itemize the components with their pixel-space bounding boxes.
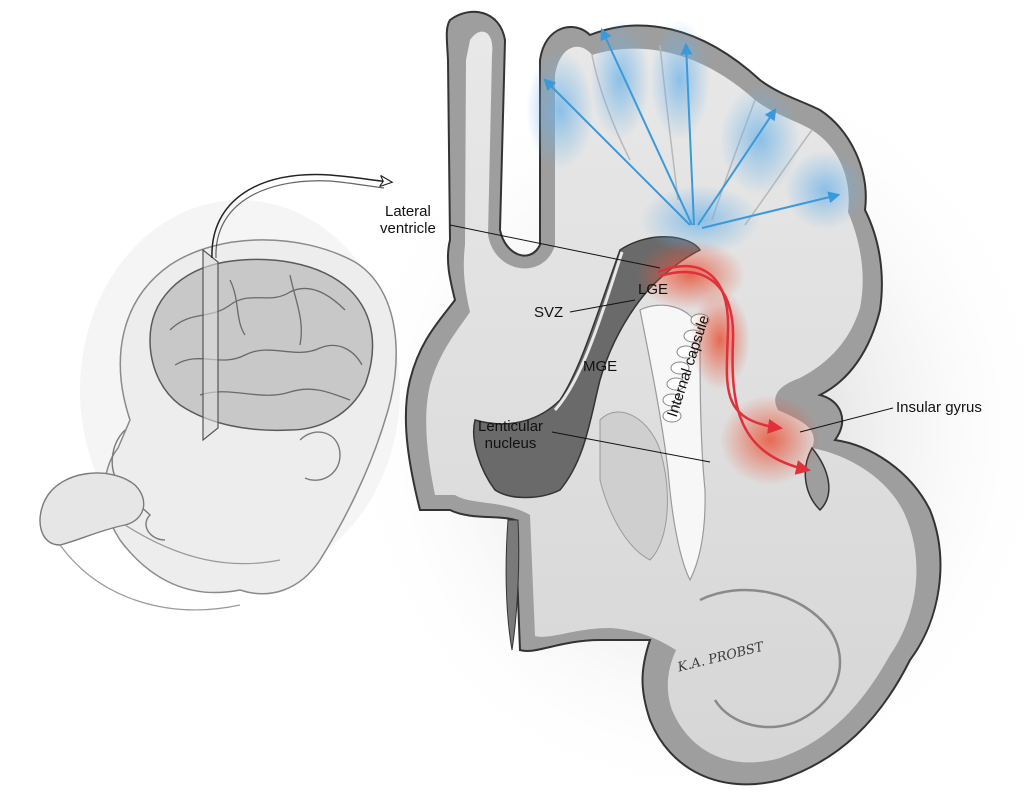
radial-arrow-4 <box>697 108 777 226</box>
label-lateral-ventricle: Lateral ventricle <box>380 203 436 237</box>
radial-migration <box>526 20 865 255</box>
tangential-arrow-2 <box>659 270 811 475</box>
svz-band <box>553 251 624 412</box>
fetus-arm <box>59 524 281 611</box>
leader-lateral-ventricle <box>449 224 661 269</box>
label-lenticular-nucleus: Lenticular nucleus <box>478 418 543 452</box>
radial-arrow-3 <box>680 42 695 226</box>
label-svz: SVZ <box>534 304 564 321</box>
section-plane <box>202 248 219 442</box>
curved-arrow-icon <box>211 173 390 259</box>
temporal-lobe-curl <box>699 588 842 729</box>
label-lge: LGE <box>638 281 669 298</box>
tangential-arrow-1 <box>657 264 783 434</box>
radial-arrow-1 <box>543 78 691 226</box>
fetus-brain <box>149 258 374 432</box>
leader-svz <box>569 299 636 313</box>
label-lenticular-nucleus-line1: Lenticular <box>478 418 544 435</box>
lenticular-nucleus-region <box>599 411 668 561</box>
label-lateral-ventricle-line2: ventricle <box>380 220 436 237</box>
fetus-ear <box>299 431 341 481</box>
midline-ventricle <box>505 519 520 651</box>
leader-insular-gyrus <box>799 407 894 433</box>
tangential-migration <box>635 240 820 485</box>
leader-lenticular-nucleus <box>551 431 711 463</box>
fetus-brain-gyri <box>169 274 363 401</box>
label-insular-gyrus: Insular gyrus <box>896 399 982 416</box>
label-lenticular-nucleus-line2: nucleus <box>484 435 537 452</box>
curved-arrow-inner <box>215 180 385 259</box>
label-lateral-ventricle-line1: Lateral <box>384 203 431 220</box>
label-mge: MGE <box>583 358 618 375</box>
leader-lines <box>449 224 894 463</box>
radial-arrow-5 <box>701 191 841 229</box>
fetus-head-illustration <box>39 200 400 611</box>
radial-arrow-2 <box>600 27 693 226</box>
